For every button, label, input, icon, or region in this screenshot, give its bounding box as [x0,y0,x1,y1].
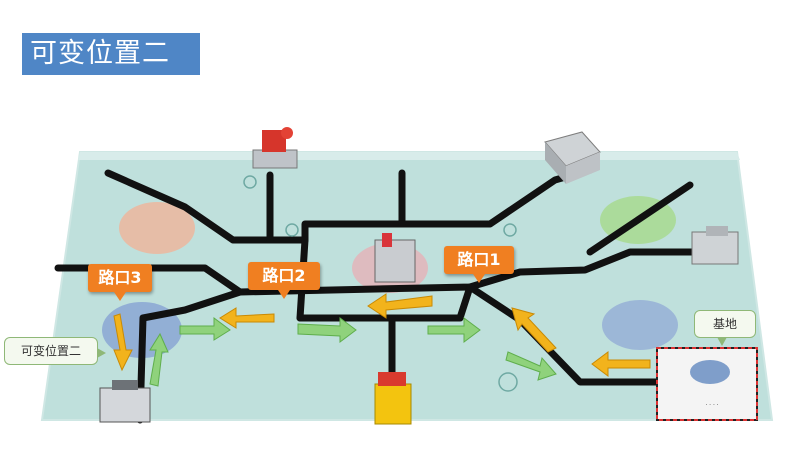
grey-robot-top-right [544,131,601,184]
robot-variable-position [99,380,151,423]
intersection-1-label: 路口1 [444,246,514,283]
grey-robot-right [691,226,739,265]
slide-title: 可变位置二 [22,33,200,75]
yellow-arrows [113,293,651,377]
decor-icons [243,175,518,392]
base-label: 基地 [694,310,756,346]
svg-text:· · · ·: · · · · [705,402,718,409]
intersection-2-label: 路口2 [248,262,320,299]
yellow-robot-bottom [374,372,412,425]
center-robot [374,233,416,283]
intersection-3-label: 路口3 [88,264,152,301]
zone-circle-orange [119,202,195,254]
variable-position-label: 可变位置二 [4,337,106,365]
base-zone: · · · · [656,347,758,421]
green-arrows [149,317,557,387]
red-robot-top [252,127,298,169]
zone-circle-navy [602,300,678,350]
